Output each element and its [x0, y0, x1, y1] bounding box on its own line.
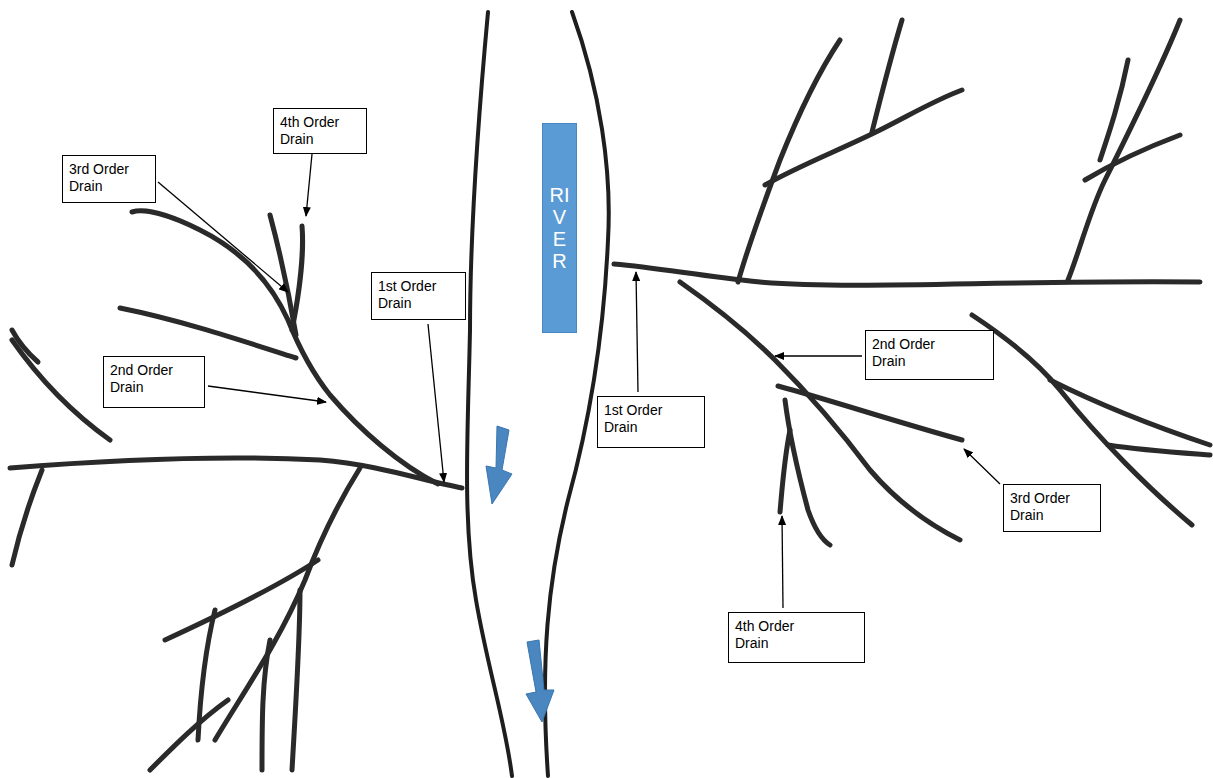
drain-label-box: 3rd Order Drain: [62, 155, 156, 203]
drain-label: 2nd Order Drain: [872, 336, 946, 370]
drain-label-box: 3rd Order Drain: [1003, 484, 1101, 532]
drain-label: 2nd Order Drain: [110, 362, 184, 396]
river-label-box: RIVER: [542, 123, 577, 333]
drain-label: 1st Order Drain: [604, 402, 678, 436]
leader-lines: [158, 154, 1000, 608]
river-banks: [467, 12, 609, 776]
drain-label: 3rd Order Drain: [1010, 490, 1084, 524]
drain-label-box: 2nd Order Drain: [103, 356, 205, 408]
drain-label: 4th Order Drain: [280, 114, 354, 148]
drain-lines: [10, 20, 1210, 770]
river-label: RIVER: [550, 184, 570, 272]
drain-label-box: 2nd Order Drain: [865, 330, 994, 380]
drain-label-box: 4th Order Drain: [273, 108, 367, 154]
drain-label-box: 4th Order Drain: [728, 612, 865, 663]
drain-label: 4th Order Drain: [735, 618, 809, 652]
drain-label-box: 1st Order Drain: [371, 272, 466, 320]
drain-label: 1st Order Drain: [378, 278, 452, 312]
flow-arrows: [486, 426, 554, 722]
drain-label: 3rd Order Drain: [69, 161, 143, 195]
drain-label-box: 1st Order Drain: [597, 396, 705, 448]
